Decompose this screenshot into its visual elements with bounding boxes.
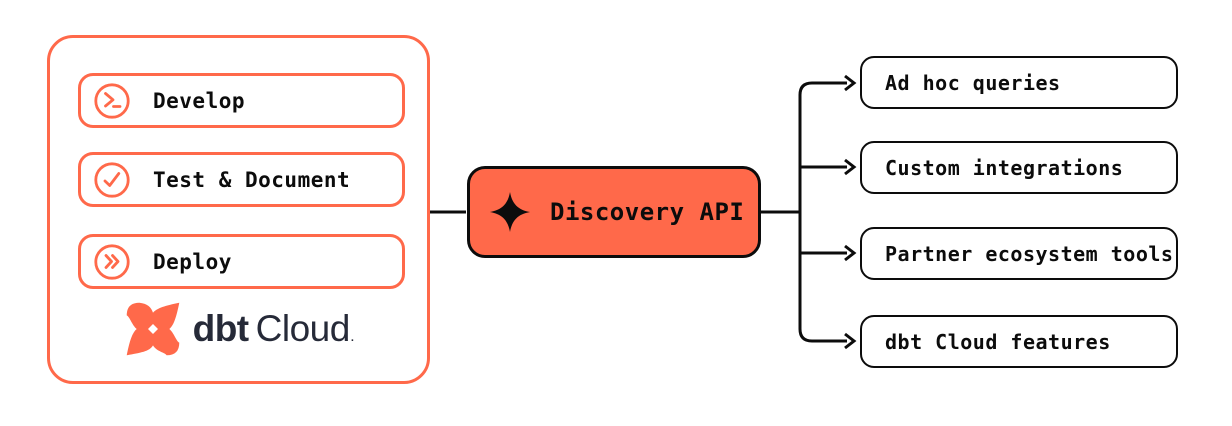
arrowhead-2 — [844, 158, 857, 176]
custom-integrations-node: Custom integrations — [860, 141, 1178, 194]
wordmark-cloud: Cloud — [255, 308, 351, 349]
custom-integrations-label: Custom integrations — [885, 155, 1124, 180]
wordmark-trademark-dot: . — [350, 332, 354, 344]
discovery-api-label: Discovery API — [550, 198, 745, 226]
deploy-chevrons-icon — [94, 243, 130, 280]
arrowhead-4 — [844, 332, 857, 350]
dbt-cloud-wordmark: dbt Cloud . — [193, 308, 354, 350]
develop-label: Develop — [153, 88, 246, 113]
arrowhead-3 — [844, 244, 857, 262]
ad-hoc-queries-node: Ad hoc queries — [860, 56, 1178, 109]
arrowhead-1 — [844, 74, 857, 92]
discovery-api-node: Discovery API — [467, 166, 761, 258]
check-circle-icon — [94, 161, 130, 198]
connector-trunk — [798, 81, 847, 343]
develop-node: Develop — [78, 73, 405, 128]
test-document-label: Test & Document — [153, 167, 351, 192]
partner-ecosystem-tools-node: Partner ecosystem tools — [860, 227, 1178, 280]
dbt-cloud-logo: dbt Cloud . — [50, 300, 427, 358]
test-document-node: Test & Document — [78, 152, 405, 207]
terminal-prompt-icon — [94, 82, 130, 119]
partner-ecosystem-tools-label: Partner ecosystem tools — [885, 241, 1174, 266]
ad-hoc-queries-label: Ad hoc queries — [885, 70, 1061, 95]
dbt-logo-mark-icon — [126, 302, 179, 356]
dbt-cloud-panel: Develop Test & Document Deploy — [47, 35, 430, 384]
wordmark-dbt: dbt — [192, 308, 250, 349]
deploy-node: Deploy — [78, 234, 405, 289]
sparkle-icon — [489, 191, 531, 233]
deploy-label: Deploy — [153, 249, 232, 274]
dbt-cloud-features-label: dbt Cloud features — [885, 329, 1111, 354]
dbt-cloud-features-node: dbt Cloud features — [860, 315, 1178, 368]
